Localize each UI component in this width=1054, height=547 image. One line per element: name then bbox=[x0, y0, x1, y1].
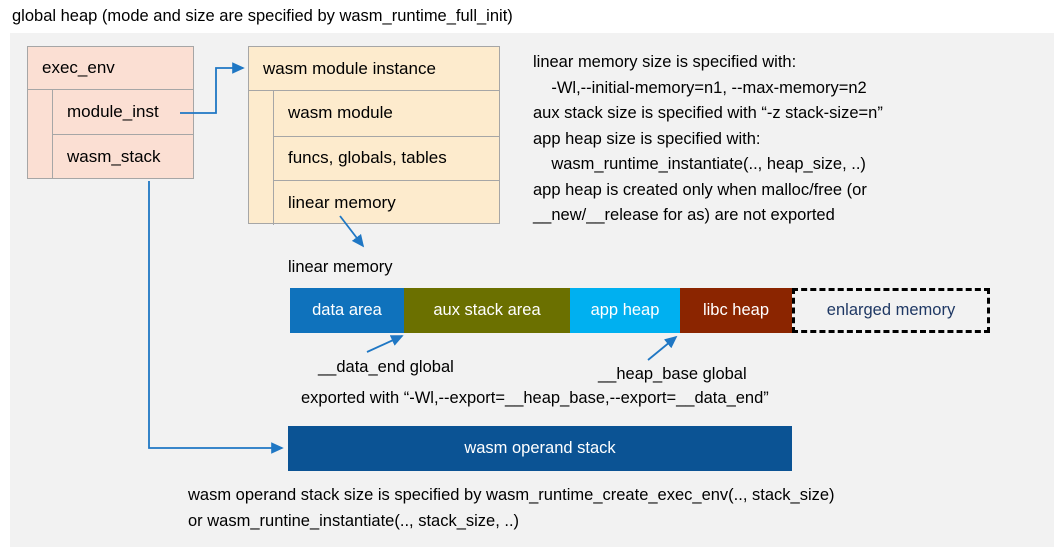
wasm-module-instance-fields: wasm module funcs, globals, tables linea… bbox=[249, 91, 499, 225]
module-field-wasm-module: wasm module bbox=[288, 103, 393, 123]
wasm-operand-stack-bar: wasm operand stack bbox=[288, 426, 792, 471]
exec-env-field-wasm-stack: wasm_stack bbox=[53, 134, 193, 178]
module-field-linear-memory: linear memory bbox=[274, 180, 499, 225]
memory-segment-data-area: data area bbox=[290, 288, 404, 333]
module-field-funcs-globals-tables: funcs, globals, tables bbox=[274, 135, 499, 181]
exec-env-header: exec_env bbox=[28, 47, 193, 90]
exec-env-gutter bbox=[28, 90, 53, 178]
exec-env-fields: module_inst wasm_stack bbox=[28, 90, 193, 178]
memory-segment-app-heap: app heap bbox=[570, 288, 680, 333]
exec-env-field-module-inst: module_inst bbox=[67, 102, 159, 121]
memory-segment-enlarged-memory: enlarged memory bbox=[792, 288, 990, 333]
linear-memory-caption: linear memory bbox=[288, 258, 393, 276]
memory-segment-libc-heap: libc heap bbox=[680, 288, 792, 333]
wasm-module-instance-header: wasm module instance bbox=[249, 47, 499, 91]
heap-base-global-label: __heap_base global bbox=[598, 365, 747, 383]
diagram-title: global heap (mode and size are specified… bbox=[12, 7, 513, 25]
data-end-global-label: __data_end global bbox=[318, 358, 454, 376]
memory-segment-aux-stack-area: aux stack area bbox=[404, 288, 570, 333]
wasm-operand-stack-notes: wasm operand stack size is specified by … bbox=[188, 486, 835, 530]
export-flags-label: exported with “-Wl,--export=__heap_base,… bbox=[301, 389, 769, 407]
wasm-module-instance-box: wasm module instance wasm module funcs, … bbox=[248, 46, 500, 225]
exec-env-box: exec_env module_inst wasm_stack bbox=[27, 46, 194, 179]
configuration-notes: linear memory size is specified with: -W… bbox=[533, 53, 883, 224]
wasm-module-instance-gutter bbox=[249, 91, 274, 225]
